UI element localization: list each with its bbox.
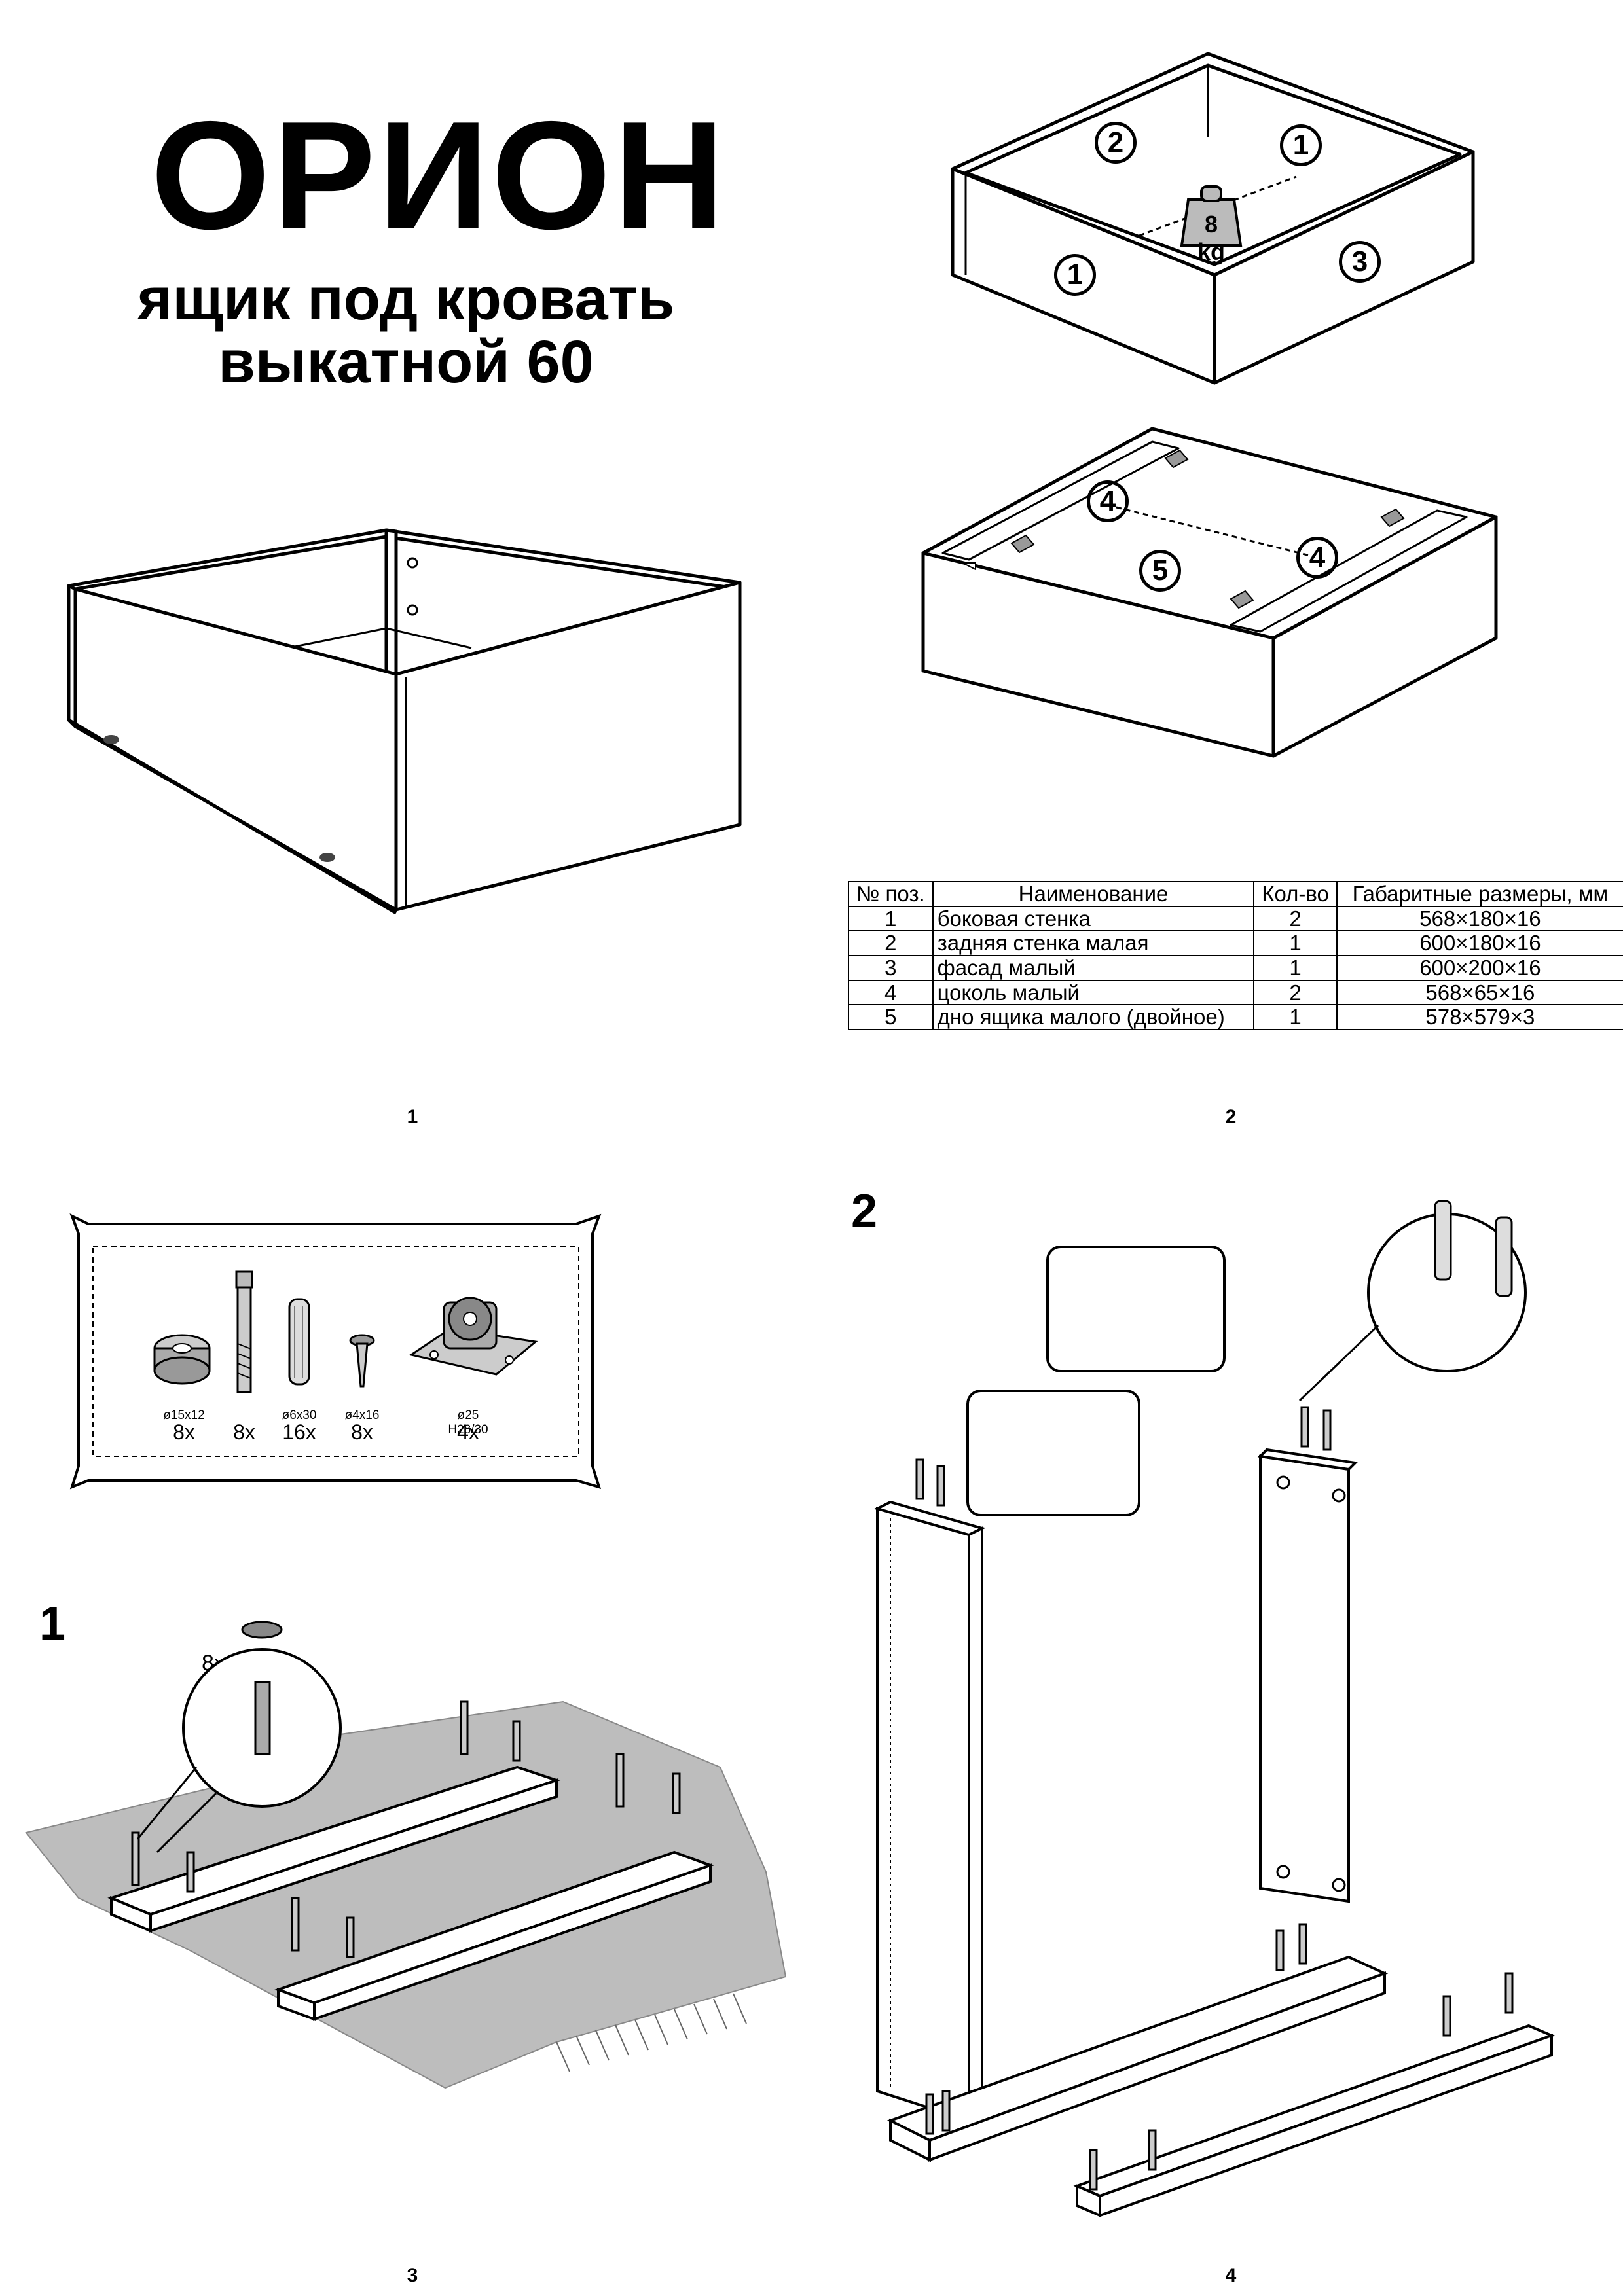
hardware-size-dowel: ø6x30 bbox=[282, 1408, 317, 1422]
cell-dimensions: 600×180×16 bbox=[1336, 930, 1623, 956]
subtitle-line-2: выкатной 60 bbox=[218, 328, 594, 395]
eccentric-cam-icon bbox=[153, 1334, 211, 1385]
cell-position: 2 bbox=[848, 930, 934, 956]
table-row: 5 дно ящика малого (двойное) 1 578×579×3 bbox=[848, 1004, 1623, 1030]
weight-label: 8 kg bbox=[1197, 211, 1225, 265]
cell-name: цоколь малый bbox=[932, 979, 1255, 1006]
cell-quantity: 2 bbox=[1253, 905, 1338, 932]
brand-title: ОРИОН bbox=[151, 89, 727, 261]
table-row: 2 задняя стенка малая 1 600×180×16 bbox=[848, 930, 1623, 956]
page-number-2: 2 bbox=[1225, 1106, 1237, 1128]
step-2-count: 4x bbox=[1388, 1244, 1412, 1268]
hardware-count-caster: 4x bbox=[457, 1420, 479, 1444]
hardware-size-caster: ø25 H28/30 bbox=[448, 1408, 488, 1437]
cell-quantity: 1 bbox=[1253, 930, 1338, 956]
step-number-1: 1 bbox=[39, 1598, 66, 1650]
caster-wheel-icon bbox=[409, 1297, 538, 1376]
cell-position: 4 bbox=[848, 979, 934, 1006]
hardware-size-cam: ø15x12 bbox=[163, 1408, 205, 1422]
product-subtitle: ящик под кровать выкатной 60 bbox=[105, 268, 707, 393]
col-quantity: Кол-во bbox=[1253, 881, 1338, 907]
cell-position: 1 bbox=[848, 905, 934, 932]
cam-bolt-icon bbox=[235, 1270, 253, 1393]
screw-icon bbox=[349, 1334, 375, 1388]
callout-part-1-back: 1 bbox=[1280, 124, 1322, 166]
cell-name: дно ящика малого (двойное) bbox=[932, 1004, 1255, 1030]
table-row: 3 фасад малый 1 600×200×16 bbox=[848, 954, 1623, 981]
table-row: 4 цоколь малый 2 568×65×16 bbox=[848, 979, 1623, 1006]
cell-name: боковая стенка bbox=[932, 905, 1255, 932]
cell-position: 5 bbox=[848, 1004, 934, 1030]
col-name: Наименование bbox=[932, 881, 1255, 907]
step-1-count: 8x bbox=[202, 1651, 225, 1676]
step-number-2: 2 bbox=[851, 1185, 878, 1238]
cell-quantity: 1 bbox=[1253, 954, 1338, 981]
cell-dimensions: 568×180×16 bbox=[1336, 905, 1623, 932]
page-number-4: 4 bbox=[1225, 2265, 1237, 2286]
hardware-count-bolt: 8x bbox=[233, 1420, 255, 1444]
subtitle-line-1: ящик под кровать bbox=[137, 266, 675, 332]
callout-part-3: 3 bbox=[1339, 241, 1381, 283]
callout-part-5: 5 bbox=[1139, 550, 1181, 592]
cell-quantity: 1 bbox=[1253, 1004, 1338, 1030]
hardware-count-cam: 8x bbox=[173, 1420, 195, 1444]
parts-table-header: № поз. Наименование Кол-во Габаритные ра… bbox=[848, 881, 1623, 907]
dowel-icon bbox=[288, 1298, 310, 1386]
cell-name: фасад малый bbox=[932, 954, 1255, 981]
parts-table: № поз. Наименование Кол-во Габаритные ра… bbox=[848, 881, 1623, 1030]
page-number-3: 3 bbox=[407, 2265, 418, 2286]
cell-dimensions: 578×579×3 bbox=[1336, 1004, 1623, 1030]
callout-part-4-right: 4 bbox=[1296, 537, 1338, 579]
callout-part-2: 2 bbox=[1095, 122, 1137, 164]
cell-quantity: 2 bbox=[1253, 979, 1338, 1006]
cell-name: задняя стенка малая bbox=[932, 930, 1255, 956]
hardware-size-screw: ø4x16 bbox=[344, 1408, 380, 1422]
page-number-1: 1 bbox=[407, 1106, 418, 1128]
col-position: № поз. bbox=[848, 881, 934, 907]
callout-part-4-left: 4 bbox=[1087, 480, 1129, 522]
callout-part-1-front: 1 bbox=[1054, 254, 1096, 296]
cell-dimensions: 600×200×16 bbox=[1336, 954, 1623, 981]
cell-position: 3 bbox=[848, 954, 934, 981]
cell-dimensions: 568×65×16 bbox=[1336, 979, 1623, 1006]
table-row: 1 боковая стенка 2 568×180×16 bbox=[848, 905, 1623, 932]
hardware-count-screw: 8x bbox=[351, 1420, 373, 1444]
hardware-count-dowel: 16x bbox=[282, 1420, 316, 1444]
col-dimensions: Габаритные размеры, мм bbox=[1336, 881, 1623, 907]
